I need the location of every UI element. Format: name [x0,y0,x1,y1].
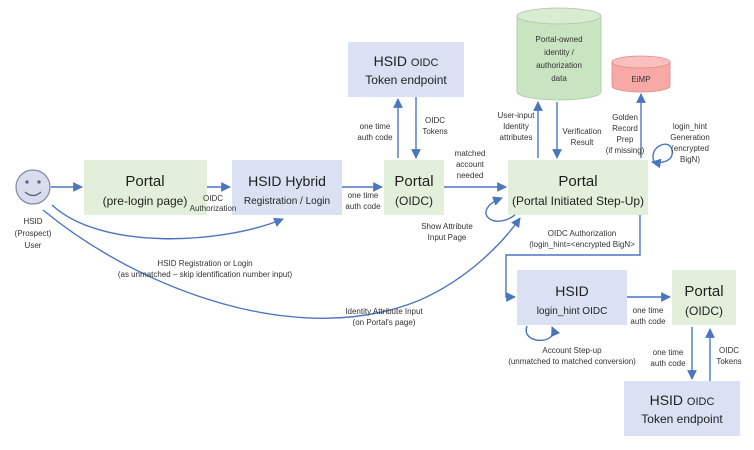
eimp-label: EiMP [631,75,650,84]
label-golden-c: Prep [617,135,634,144]
label-golden-b: Record [612,124,638,133]
label-auth-code-2a: one time [633,306,664,315]
arrow-login-hint-loop [651,143,673,169]
store-line2: identity / [544,48,575,57]
label-show-attribute-b: Input Page [428,233,467,242]
arrow-stepup-to-loginhint [505,215,641,302]
label-auth-code-1a: one time [348,191,379,200]
label-login-hint-d: BigN) [680,155,700,164]
label-verification-b: Result [571,138,594,147]
label-hsid-registration-b: (as unmatched – skip identification numb… [118,270,293,279]
label-matched-b: account [456,160,485,169]
hsid-token-top-subtitle: Token endpoint [365,73,447,87]
label-oidc-auth-loginhint-b: (login_hint=<encrypted BigN> [529,240,635,249]
label-auth-code-top-a: one time [360,122,391,131]
hsid-hybrid-box: HSID Hybrid Registration / Login [232,160,342,215]
label-auth-code-1b: auth code [345,202,381,211]
portal-oidc-1-subtitle: (OIDC) [395,194,433,208]
hsid-token-top-title: HSID OIDC [374,53,439,69]
portal-oidc-2-subtitle: (OIDC) [685,304,723,318]
portal-oidc-box-2: Portal (OIDC) [672,270,736,325]
label-oidc-tokens-top-a: OIDC [425,116,445,125]
portal-stepup-subtitle: (Portal Initiated Step-Up) [512,194,644,208]
portal-prelogin-box: Portal (pre-login page) [84,160,207,215]
label-login-hint-c: (encrypted [671,144,709,153]
label-matched-a: matched [455,149,486,158]
label-oidc-tokens-bottom-b: Tokens [716,357,741,366]
label-oidc-tokens-bottom-a: OIDC [719,346,739,355]
arrow-user-to-stepup [42,209,521,319]
store-line1: Portal-owned [535,35,582,44]
portal-oidc-1-title: Portal [394,173,433,190]
arrow-show-attribute-loop [485,196,516,222]
label-identity-attribute-a: Identity Attribute Input [345,307,423,316]
eimp-data-store: EiMP [611,55,671,93]
label-oidc-authorization-2: Authorization [190,204,237,213]
hsid-loginhint-title: HSID [555,283,588,299]
portal-prelogin-title: Portal [125,173,164,190]
hsid-token-endpoint-bottom-box: HSID OIDC Token endpoint [624,381,740,436]
label-identity-attribute-b: (on Portal's page) [353,318,416,327]
store-line4: data [551,74,567,83]
label-user-input-c: attributes [500,133,533,142]
label-account-stepup-a: Account Step-up [542,346,602,355]
connectors [42,93,715,381]
portal-stepup-box: Portal (Portal Initiated Step-Up) [508,160,648,215]
label-verification-a: Verification [562,127,601,136]
hsid-token-bottom-title: HSID OIDC [650,392,715,408]
hsid-token-endpoint-top-box: HSID OIDC Token endpoint [348,42,464,97]
label-matched-c: needed [457,171,484,180]
hsid-hybrid-title: HSID Hybrid [248,173,326,189]
portal-stepup-title: Portal [558,173,597,190]
label-account-stepup-b: (unmatched to matched conversion) [508,357,636,366]
label-hsid-registration-a: HSID Registration or Login [157,259,252,268]
label-auth-code-3a: one time [653,348,684,357]
label-auth-code-3b: auth code [650,359,686,368]
hsid-hybrid-subtitle: Registration / Login [244,196,330,207]
label-oidc-tokens-top-b: Tokens [422,127,447,136]
label-login-hint-b: Generation [670,133,710,142]
label-login-hint-a: login_hint [673,122,708,131]
actor-label-line3: User [25,241,42,250]
label-auth-code-2b: auth code [630,317,666,326]
portal-prelogin-subtitle: (pre-login page) [103,194,188,208]
label-show-attribute-a: Show Attribute [421,222,473,231]
arrow-account-stepup-loop [525,325,561,341]
actor-label-line2: (Prospect) [15,229,52,238]
hsid-loginhint-subtitle: login_hint OIDC [537,306,608,317]
hsid-token-bottom-subtitle: Token endpoint [641,412,723,426]
label-auth-code-top-b: auth code [357,133,393,142]
portal-oidc-box-1: Portal (OIDC) [384,160,444,215]
store-line3: authorization [536,61,582,70]
label-golden-d: (if missing) [606,146,645,155]
smiley-user-icon [15,169,51,205]
actor-label-line1: HSID [23,217,42,226]
label-user-input-a: User-input [498,111,536,120]
label-golden-a: Golden [612,113,638,122]
portal-owned-data-store: Portal-owned identity / authorization da… [516,7,602,101]
portal-oidc-2-title: Portal [684,283,723,300]
label-oidc-authorization-1: OIDC [203,194,223,203]
label-oidc-auth-loginhint-a: OIDC Authorization [548,229,616,238]
label-user-input-b: Identity [503,122,529,131]
hsid-loginhint-box: HSID login_hint OIDC [517,270,627,325]
arrow-user-to-hybrid [51,204,284,240]
